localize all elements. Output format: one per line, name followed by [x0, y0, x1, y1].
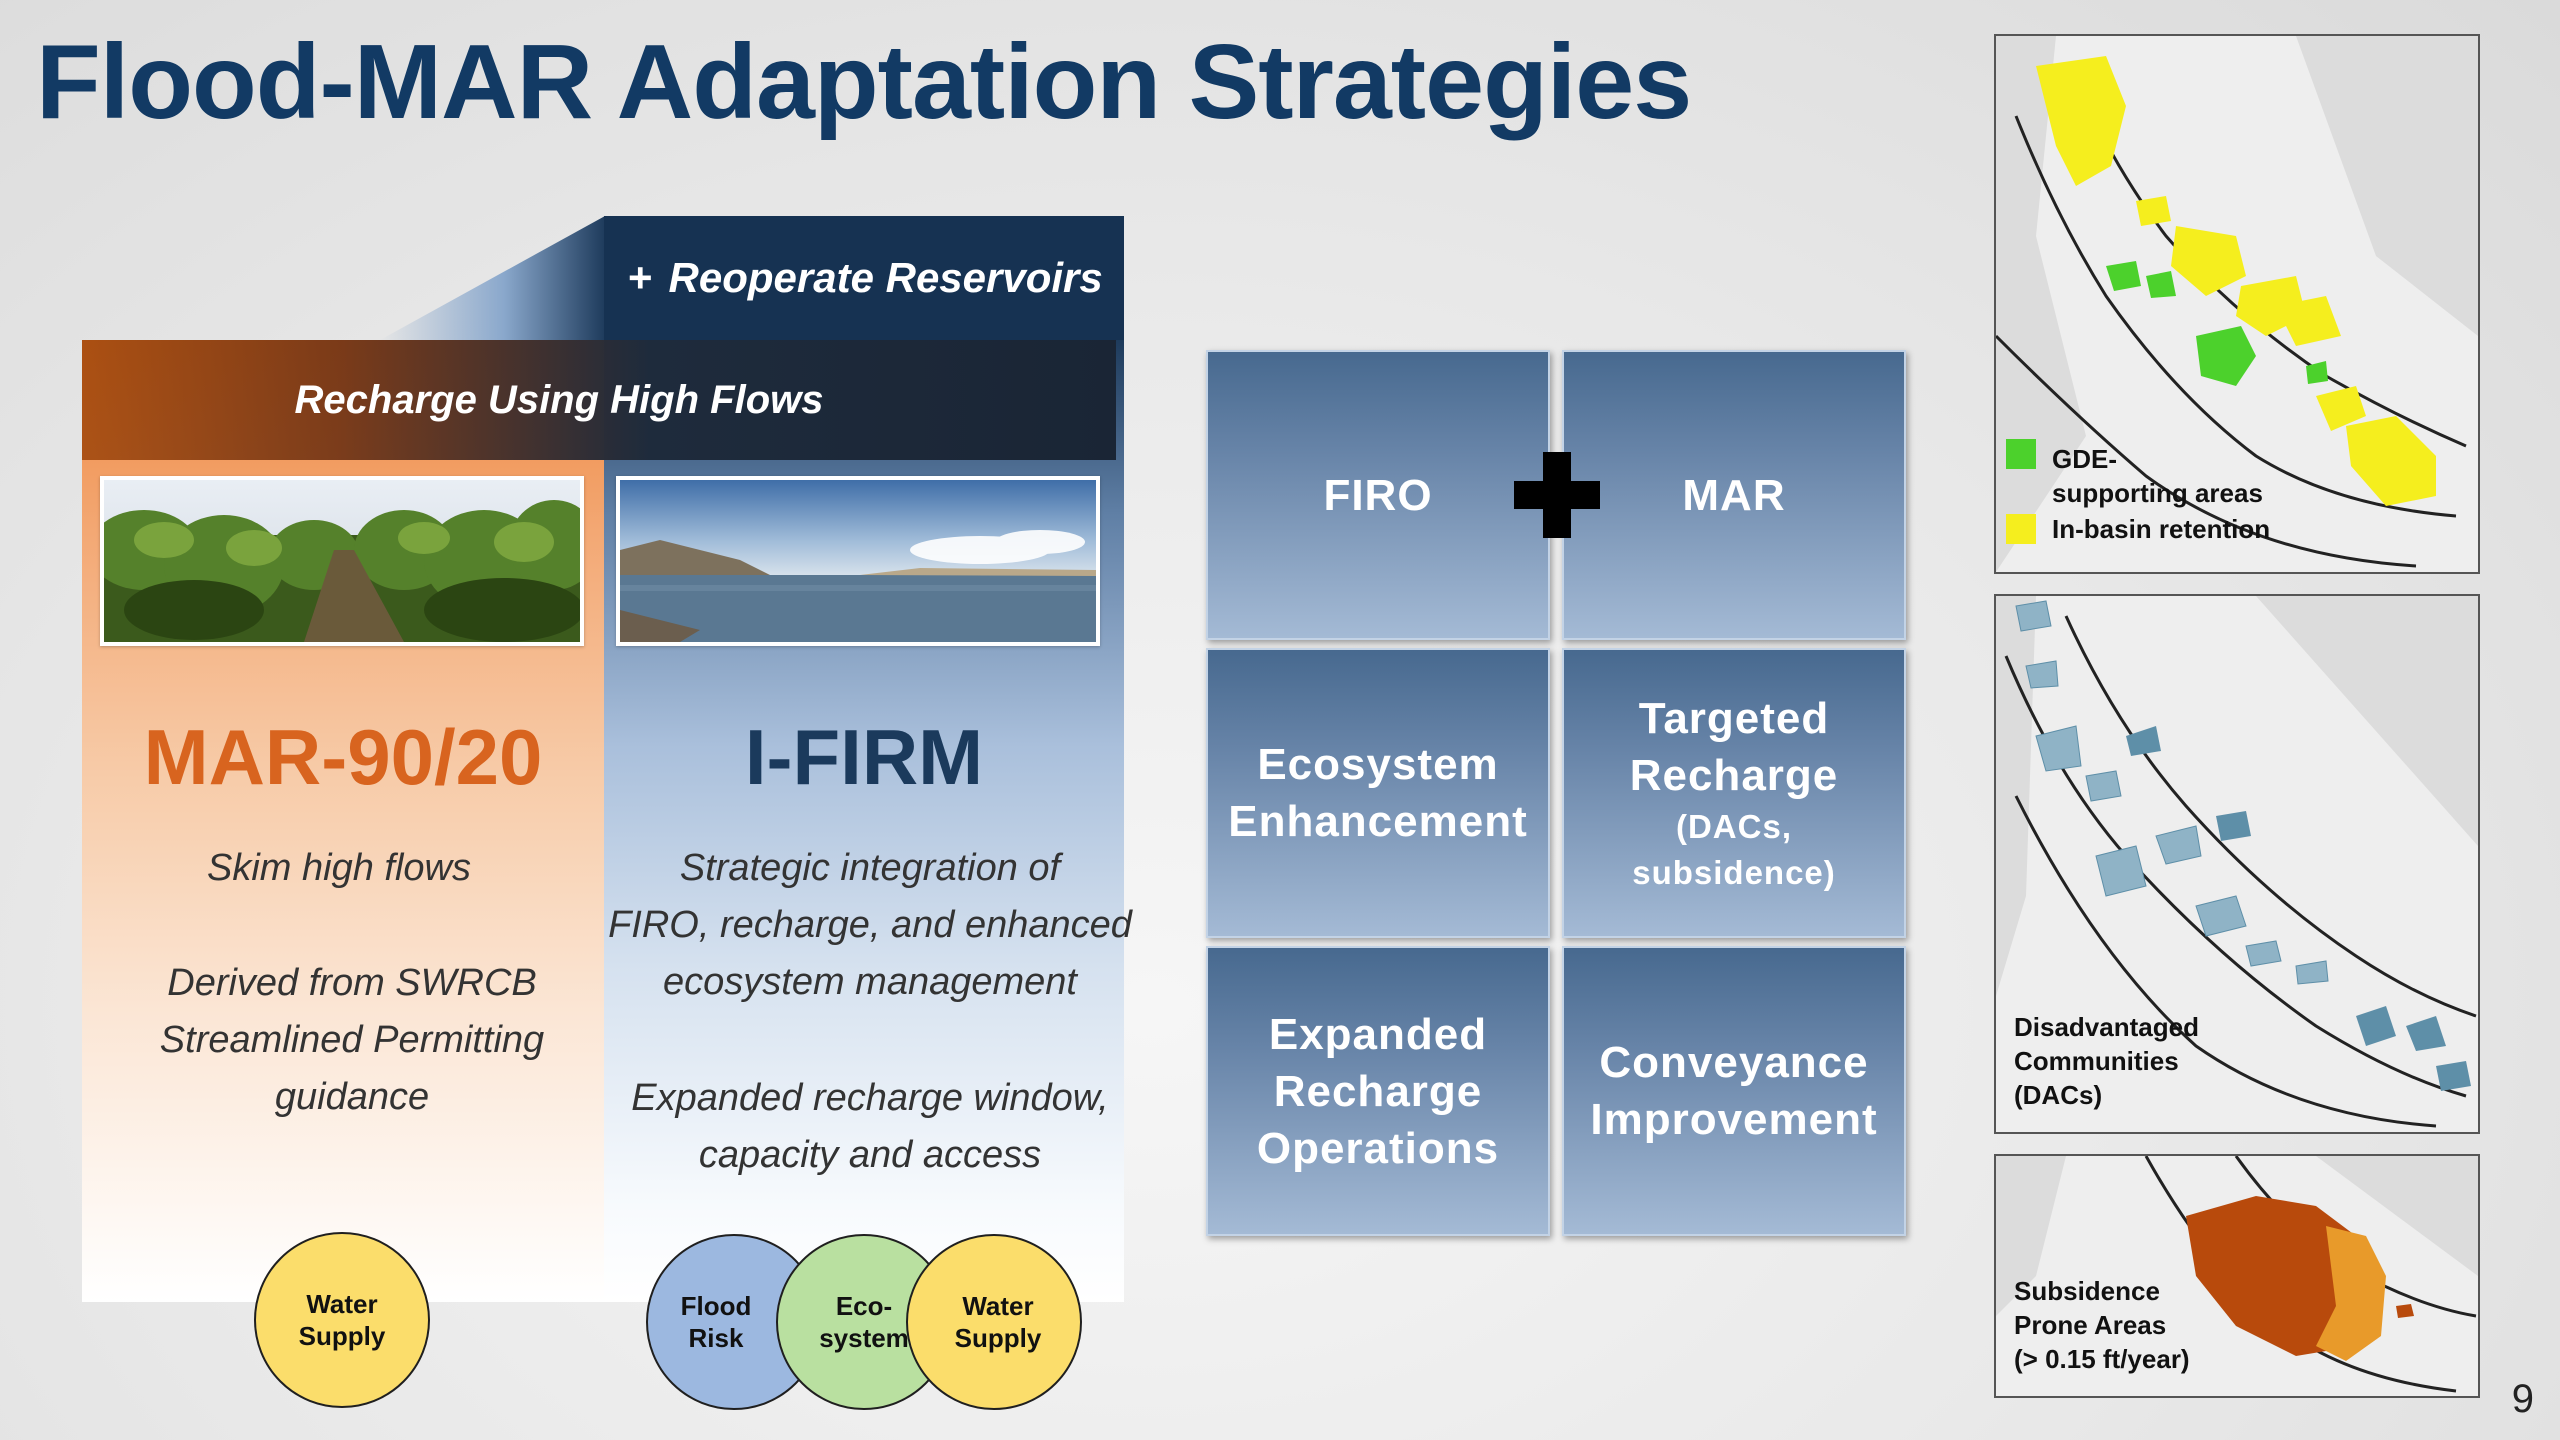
map-gde-retention: GDE- supporting areas In-basin retention — [1994, 34, 2480, 574]
circle-label: Flood — [680, 1291, 752, 1321]
circle-label: Supply — [954, 1323, 1042, 1353]
legend-label: GDE- — [2052, 444, 2117, 474]
legend-label: supporting areas — [2052, 478, 2263, 508]
ifirm-text-expanded: Expanded recharge window, capacity and a… — [600, 1070, 1140, 1184]
ifirm-text-strategic: Strategic integration of FIRO, recharge,… — [600, 840, 1140, 1011]
reoperate-reservoirs-banner: + Reoperate Reservoirs — [604, 216, 1124, 340]
circle-label: Risk — [688, 1323, 744, 1353]
tile-label: MAR — [1682, 470, 1786, 520]
recharge-high-flows-banner: Recharge Using High Flows — [82, 340, 1116, 460]
benefit-circle-ecosystem: Eco-system — [776, 1234, 952, 1410]
ifirm-text-line: Expanded recharge window, — [631, 1077, 1109, 1119]
tile-label: Enhancement — [1228, 797, 1528, 846]
circle-label: Eco- — [835, 1291, 893, 1321]
reservoir-photo — [616, 476, 1100, 646]
legend-gde: GDE- supporting areas — [2052, 442, 2263, 510]
mar-text-derived: Derived from SWRCB Streamlined Permittin… — [82, 955, 622, 1126]
ifirm-text-line: ecosystem management — [663, 961, 1077, 1003]
legend-retention: In-basin retention — [2052, 514, 2271, 544]
tile-mar: MAR — [1562, 350, 1906, 640]
circle-label: Water — [962, 1291, 1034, 1321]
legend-label: (DACs) — [2014, 1080, 2103, 1110]
legend-subsidence: Subsidence Prone Areas (> 0.15 ft/year) — [2014, 1274, 2190, 1376]
tile-label: Improvement — [1590, 1095, 1878, 1144]
reoperate-reservoirs-label: Reoperate Reservoirs — [668, 254, 1103, 301]
plus-icon — [1514, 452, 1600, 538]
tile-label: Targeted — [1638, 694, 1830, 743]
vineyard-photo — [100, 476, 584, 646]
map-subsidence: Subsidence Prone Areas (> 0.15 ft/year) — [1994, 1154, 2480, 1398]
legend-label: Prone Areas — [2014, 1310, 2167, 1340]
legend-label: (> 0.15 ft/year) — [2014, 1344, 2190, 1374]
ifirm-text-line: Strategic integration of — [679, 847, 1061, 889]
legend-swatch-retention — [2006, 514, 2036, 544]
mar-text-skim: Skim high flows — [207, 847, 471, 889]
circle-label: system — [819, 1323, 909, 1353]
page-title: Flood-MAR Adaptation Strategies — [36, 23, 1692, 141]
tile-label: Conveyance — [1599, 1038, 1869, 1087]
legend-label: Disadvantaged — [2014, 1012, 2199, 1042]
tile-label: Recharge — [1629, 751, 1839, 800]
tile-targeted-recharge: Targeted Recharge (DACs, subsidence) — [1562, 648, 1906, 938]
circle-label: Water — [306, 1289, 378, 1319]
mar-text-line: guidance — [274, 1076, 430, 1118]
mar-text-line: Streamlined Permitting — [159, 1019, 545, 1061]
tile-label: Operations — [1256, 1123, 1500, 1173]
tile-conveyance-improvement: Conveyance Improvement — [1562, 946, 1906, 1236]
legend-dacs: Disadvantaged Communities (DACs) — [2014, 1010, 2199, 1112]
mar-text-line: Derived from SWRCB — [167, 962, 537, 1004]
map-dacs: Disadvantaged Communities (DACs) — [1994, 594, 2480, 1134]
tile-label: Ecosystem — [1257, 740, 1499, 789]
tile-label: FIRO — [1323, 470, 1433, 520]
legend-swatch-gde — [2006, 439, 2036, 469]
plus-icon: + — [628, 254, 653, 301]
tile-firo: FIRO — [1206, 350, 1550, 640]
tile-label: Expanded — [1268, 1009, 1488, 1059]
circle-label: Supply — [298, 1321, 386, 1351]
tile-ecosystem-enhancement: Ecosystem Enhancement — [1206, 648, 1550, 938]
legend-label: Communities — [2014, 1046, 2179, 1076]
tile-label: Recharge — [1273, 1066, 1483, 1116]
ifirm-text-line: capacity and access — [698, 1134, 1042, 1176]
reoperate-wedge — [380, 216, 605, 340]
tile-sublabel: subsidence) — [1632, 854, 1836, 891]
ifirm-text-line: FIRO, recharge, and enhanced — [608, 904, 1132, 946]
mar-heading: MAR-90/20 — [143, 713, 543, 801]
page-number: 9 — [2511, 1377, 2534, 1421]
legend-label: Subsidence — [2014, 1276, 2160, 1306]
tile-sublabel: (DACs, — [1675, 808, 1792, 845]
ifirm-heading: I-FIRM — [744, 713, 984, 801]
tile-expanded-recharge-operations: Expanded Recharge Operations — [1206, 946, 1550, 1236]
